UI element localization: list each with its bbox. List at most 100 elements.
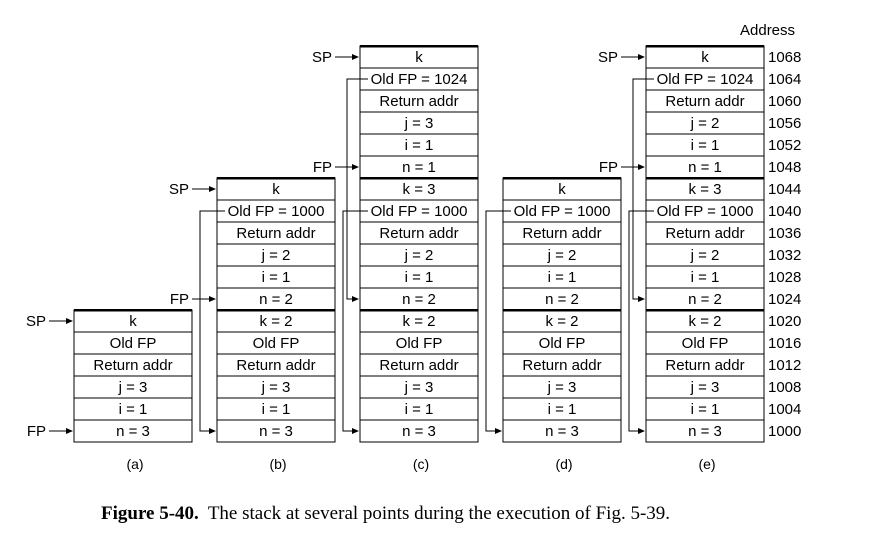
address-value: 1012	[768, 357, 801, 374]
stack-cell-value: i = 1	[691, 137, 720, 154]
stack-cell-value: Old FP = 1000	[371, 203, 468, 220]
address-value: 1056	[768, 115, 801, 132]
stack-cell-value: i = 1	[405, 401, 434, 418]
address-value: 1000	[768, 423, 801, 440]
stack-cell-value: j = 2	[690, 115, 720, 132]
stack-cell-value: Old FP = 1000	[514, 203, 611, 220]
stack-cell-value: j = 2	[690, 247, 720, 264]
caption-label: Figure 5-40.	[101, 503, 199, 524]
stack-label-e: (e)	[698, 456, 715, 472]
old-fp-link	[199, 210, 225, 432]
address-value: 1052	[768, 137, 801, 154]
address-value: 1068	[768, 49, 801, 66]
old-fp-link	[342, 210, 368, 432]
fp-label: FP	[27, 423, 46, 440]
stack-cell-value: i = 1	[548, 269, 577, 286]
fp-label: FP	[313, 159, 332, 176]
stack-cell-value: i = 1	[119, 401, 148, 418]
fp-label: FP	[170, 291, 189, 308]
fp-label: FP	[599, 159, 618, 176]
stack-cell-value: k = 2	[260, 313, 293, 330]
address-value: 1032	[768, 247, 801, 264]
old-fp-link-arrow-head	[495, 428, 502, 434]
fp-arrow-head	[209, 296, 216, 302]
stack-cell	[216, 419, 336, 443]
caption-text: The stack at several points during the e…	[208, 503, 670, 524]
old-fp-link-arrow-head	[352, 296, 359, 302]
figure-caption: Figure 5-40. The stack at several points …	[101, 503, 670, 524]
stack-cell-value: n = 2	[688, 291, 722, 308]
address-value: 1024	[768, 291, 801, 308]
address-header: Address	[740, 22, 795, 39]
sp-label: SP	[312, 49, 332, 66]
stack-cell-value: n = 2	[259, 291, 293, 308]
address-value: 1040	[768, 203, 801, 220]
stack-cell-value: j = 3	[547, 379, 577, 396]
stack-cell-value: i = 1	[262, 269, 291, 286]
stack-cell-value: n = 1	[402, 159, 436, 176]
sp-label: SP	[598, 49, 618, 66]
stack-cell-value: Return addr	[522, 225, 601, 242]
stack-cell-value: Old FP = 1024	[657, 71, 754, 88]
old-fp-link-arrow-head	[352, 428, 359, 434]
stack-cell-value: n = 3	[259, 423, 293, 440]
stack-cell-value: j = 3	[404, 115, 434, 132]
stack-cell	[359, 419, 479, 443]
sp-label: SP	[169, 181, 189, 198]
stack-cell-value: j = 2	[261, 247, 291, 264]
stack-cell-value: k	[558, 181, 566, 198]
stack-cell-value: Return addr	[522, 357, 601, 374]
stack-cell-value: k = 3	[403, 181, 436, 198]
address-value: 1008	[768, 379, 801, 396]
stack-cell-value: j = 3	[118, 379, 148, 396]
stack-cell-value: j = 3	[690, 379, 720, 396]
stack-cell-value: Old FP	[682, 335, 729, 352]
stack-cell-value: i = 1	[691, 401, 720, 418]
stack-cell-value: Return addr	[236, 225, 315, 242]
stack-cell-value: n = 3	[545, 423, 579, 440]
stack-label-b: (b)	[269, 456, 286, 472]
old-fp-link-arrow-head	[638, 428, 645, 434]
stack-cell-value: n = 3	[116, 423, 150, 440]
sp-arrow-head	[352, 54, 359, 60]
address-value: 1028	[768, 269, 801, 286]
address-column: 1068106410601056105210481044104010361032…	[768, 49, 801, 440]
stack-cell-value: n = 1	[688, 159, 722, 176]
stack-label-d: (d)	[555, 456, 572, 472]
fp-arrow-head	[638, 164, 645, 170]
old-fp-link	[632, 78, 654, 300]
stack-cell-value: i = 1	[691, 269, 720, 286]
stack-cell-value: Return addr	[93, 357, 172, 374]
old-fp-link-arrow-head	[638, 296, 645, 302]
stack-cell-value: n = 2	[545, 291, 579, 308]
stack-cell-value: k = 2	[689, 313, 722, 330]
old-fp-link	[346, 78, 368, 300]
old-fp-link	[628, 210, 654, 432]
sp-arrow-head	[66, 318, 73, 324]
stack-cell-value: Return addr	[665, 357, 744, 374]
stack-cell-value: Return addr	[665, 225, 744, 242]
stack-cell-value: j = 3	[261, 379, 291, 396]
stack-cell-value: Old FP = 1000	[228, 203, 325, 220]
address-value: 1004	[768, 401, 801, 418]
stack-cell-value: k = 3	[689, 181, 722, 198]
address-value: 1060	[768, 93, 801, 110]
stack-label-a: (a)	[126, 456, 143, 472]
stack-cell-value: Old FP = 1000	[657, 203, 754, 220]
stack-cell-value: Old FP = 1024	[371, 71, 468, 88]
stack-cell-value: Return addr	[379, 225, 458, 242]
stack-cell	[502, 419, 622, 443]
address-value: 1064	[768, 71, 801, 88]
address-value: 1044	[768, 181, 801, 198]
sp-arrow-head	[638, 54, 645, 60]
stack-cell-value: k	[415, 49, 423, 66]
stack-cell-value: Old FP	[110, 335, 157, 352]
stack-cell-value: k	[272, 181, 280, 198]
address-value: 1036	[768, 225, 801, 242]
address-value: 1016	[768, 335, 801, 352]
